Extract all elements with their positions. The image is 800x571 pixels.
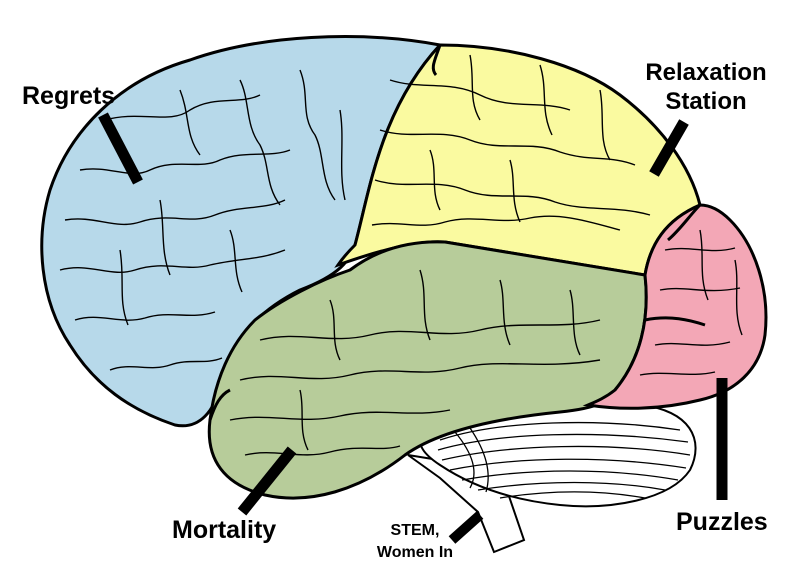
label-stem-line1: STEM, <box>390 522 440 539</box>
pointer-relaxation <box>649 119 689 177</box>
major-sulci <box>208 44 706 421</box>
cerebellum-folds <box>437 421 691 499</box>
pointer-lines <box>98 112 728 544</box>
frontal-gyri <box>59 69 346 371</box>
label-relaxation-line1: Relaxation <box>645 59 767 86</box>
label-stem-women-in: STEM, Women In <box>362 520 468 564</box>
occipital-gyri <box>639 229 743 376</box>
pointer-regrets <box>98 112 143 185</box>
label-puzzles: Puzzles <box>676 508 768 536</box>
label-relaxation-station: Relaxation Station <box>626 58 786 116</box>
lobe-boundary-dashed <box>444 241 646 276</box>
label-mortality: Mortality <box>172 516 277 544</box>
label-regrets: Regrets <box>22 82 116 110</box>
temporal-gyri <box>229 269 601 456</box>
parietal-gyri <box>371 54 651 231</box>
occipital-lobe <box>582 203 768 410</box>
pointer-mortality <box>237 446 297 516</box>
label-stem-line2: Women In <box>376 544 454 561</box>
pointer-stem <box>448 511 484 544</box>
label-relaxation-line2: Station <box>665 88 747 115</box>
